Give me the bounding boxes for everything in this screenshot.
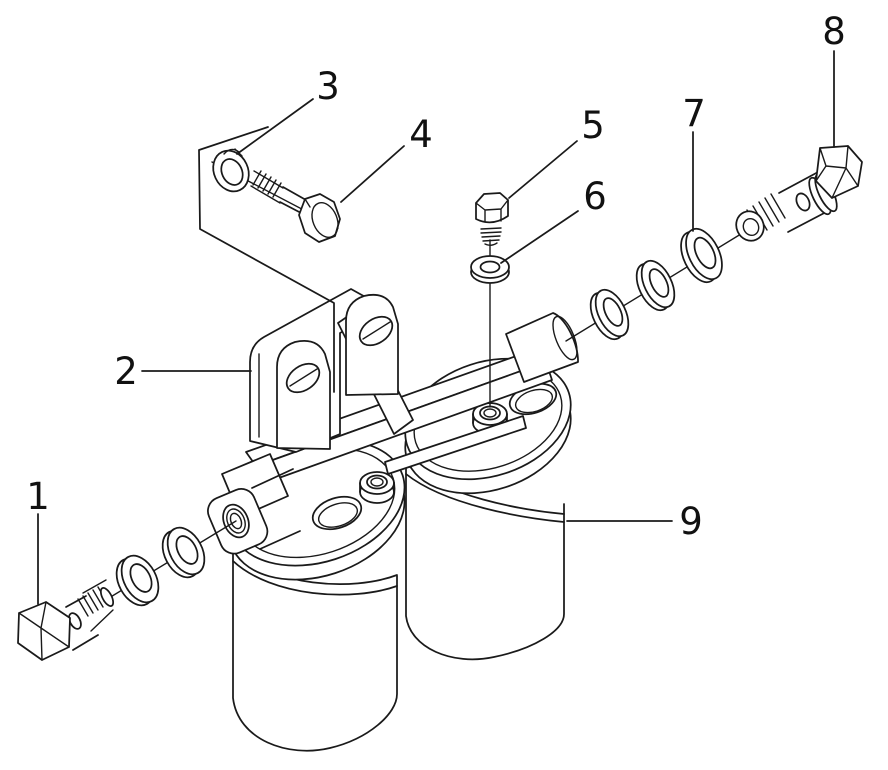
part-banjo-bolt-and-washers: [17, 520, 237, 661]
callout-6-leader: [500, 210, 579, 264]
bolt-shank: [279, 186, 307, 215]
callout-5-leader: [508, 140, 578, 199]
bolt-body-edge: [72, 634, 99, 651]
bolt-body-edge: [65, 595, 87, 608]
part-filter-canister-left: [232, 549, 398, 752]
callout-5-label: 5: [581, 104, 605, 147]
inlet-boss-edge: [259, 530, 301, 550]
sealing-washer: [680, 227, 723, 284]
part-mounting-bracket: [249, 288, 414, 453]
bolt-threads: [77, 586, 109, 617]
bracket-ear-front: [276, 340, 331, 450]
banjo-bolt: [17, 579, 115, 661]
bolt-tip-hole: [742, 217, 760, 237]
bracket-ear-hole-mark: [362, 321, 391, 340]
canister-body: [232, 549, 398, 752]
oval-opening-inner: [317, 502, 359, 528]
sealing-washer: [635, 259, 676, 312]
sealing-washer: [161, 526, 206, 579]
outlet-boss-lip: [552, 315, 578, 361]
sealing-washer: [115, 554, 160, 607]
callout-1-label: 1: [26, 475, 50, 518]
callout-9-label: 9: [679, 500, 703, 543]
bolt-threads: [480, 227, 502, 246]
bracket-ear-hole-mark: [289, 368, 318, 387]
bolt-body-edge: [778, 170, 821, 194]
inlet-hole-thread: [226, 508, 246, 534]
callout-4-leader: [340, 145, 405, 203]
bolt-head: [475, 192, 509, 224]
callout-4-label: 4: [409, 113, 433, 156]
bolt-tip: [735, 210, 765, 242]
callouts: 1 2 3 4 5 6 7 8 9: [26, 10, 846, 605]
mounting-plate-outline: [198, 126, 335, 393]
banjo-bolt: [735, 145, 863, 242]
lock-washer-inner: [220, 158, 244, 186]
bolt-head-face: [311, 202, 339, 238]
part-hex-bolt-and-washer: [470, 192, 510, 408]
part-lock-washer-and-hex-bolt: [211, 148, 341, 243]
bolt-head-facets: [815, 145, 859, 199]
part-filter-canister-right: [405, 463, 565, 661]
rail-outlet-boss: [505, 312, 579, 383]
callout-7-label: 7: [682, 92, 706, 135]
port-hole: [366, 474, 388, 490]
washer-hole: [479, 260, 501, 274]
callout-2-label: 2: [114, 350, 138, 393]
callout-8-label: 8: [822, 10, 846, 53]
rail-ledge: [384, 415, 527, 475]
sealing-washer: [589, 288, 630, 341]
bolt-head-facets: [18, 601, 70, 661]
canister-rim: [405, 473, 565, 523]
bolt-head-facets: [475, 199, 509, 223]
callout-3-label: 3: [316, 65, 340, 108]
bolt-body-edge: [787, 209, 831, 233]
canister-body: [405, 463, 565, 661]
bolt-cross-hole: [795, 192, 811, 212]
port-thread: [483, 408, 497, 418]
oval-opening-inner: [514, 388, 554, 414]
callout-6-label: 6: [583, 175, 607, 218]
callout-3-leader: [236, 98, 314, 155]
part-sealing-washers-and-banjo-bolt: [565, 145, 863, 342]
bolt-thread-outline: [82, 579, 114, 632]
bolt-threads: [252, 170, 282, 198]
inlet-boss-edge: [251, 468, 294, 489]
canister-rim: [232, 560, 398, 596]
port-thread: [370, 477, 384, 487]
inlet-hole-thread: [229, 512, 243, 530]
bolt-tip: [99, 587, 115, 607]
bolt-head-facet: [304, 198, 311, 208]
